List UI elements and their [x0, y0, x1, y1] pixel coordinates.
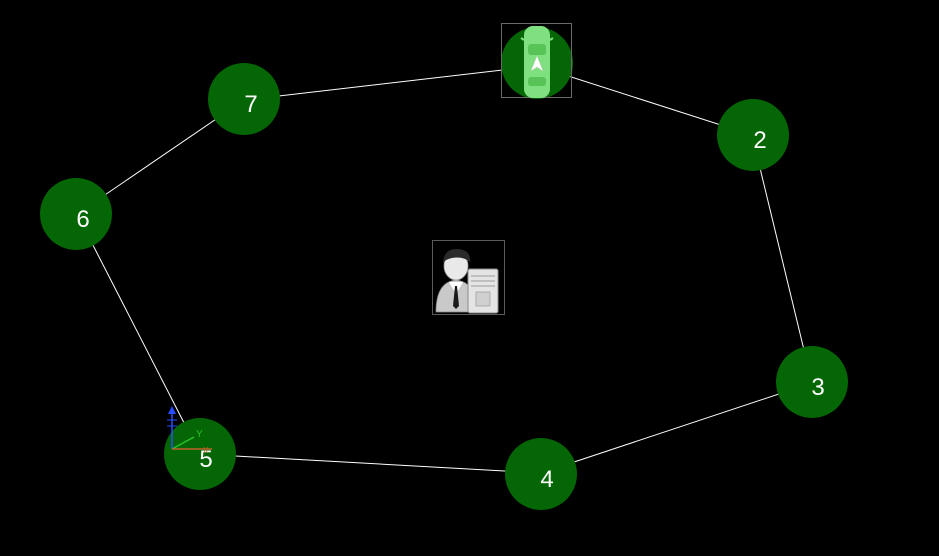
- y-axis-label: Y: [196, 429, 203, 440]
- axis-gizmo: Y X: [167, 406, 212, 455]
- edge-4-5: [199, 453, 542, 474]
- server-tower: [467, 268, 499, 314]
- vehicle[interactable]: [501, 23, 572, 99]
- node-2[interactable]: 2: [717, 99, 789, 171]
- x-axis-label: X: [203, 446, 209, 455]
- node-4[interactable]: 4: [505, 438, 577, 510]
- node-7[interactable]: 7: [208, 63, 280, 135]
- car-top-view-icon[interactable]: [520, 26, 554, 98]
- server-panel: [475, 291, 491, 307]
- node-6-circle[interactable]: [40, 178, 112, 250]
- node-6[interactable]: 6: [40, 178, 112, 250]
- node-7-label: 7: [244, 91, 257, 118]
- node-4-circle[interactable]: [505, 438, 577, 510]
- node-7-circle[interactable]: [208, 63, 280, 135]
- node-3[interactable]: 3: [776, 346, 848, 418]
- car-mirror-left: [520, 37, 525, 41]
- z-axis-arrow: [168, 406, 176, 414]
- edge-1-2: [536, 65, 753, 136]
- route-edges: [76, 65, 813, 474]
- node-3-label: 3: [811, 374, 824, 401]
- node-2-label: 2: [753, 127, 766, 154]
- node-3-circle[interactable]: [776, 346, 848, 418]
- car-mirror-right: [549, 37, 554, 41]
- car-rear-window: [528, 77, 546, 86]
- edge-7-1: [243, 65, 538, 101]
- node-4-label: 4: [540, 466, 553, 493]
- edge-3-4: [540, 382, 813, 474]
- heading-arrow-icon: [530, 55, 544, 72]
- edge-5-6: [76, 213, 201, 455]
- person-tie: [453, 286, 459, 309]
- y-axis-line: [171, 436, 195, 450]
- node-5[interactable]: 5: [164, 418, 236, 490]
- edge-2-3: [751, 134, 813, 384]
- server-operator-icon[interactable]: [432, 240, 505, 315]
- node-6-label: 6: [76, 206, 89, 233]
- node-2-circle[interactable]: [717, 99, 789, 171]
- node-5-circle[interactable]: [164, 418, 236, 490]
- person-hair: [443, 248, 471, 263]
- car-windshield: [528, 44, 546, 55]
- node-5-label: 5: [199, 446, 212, 473]
